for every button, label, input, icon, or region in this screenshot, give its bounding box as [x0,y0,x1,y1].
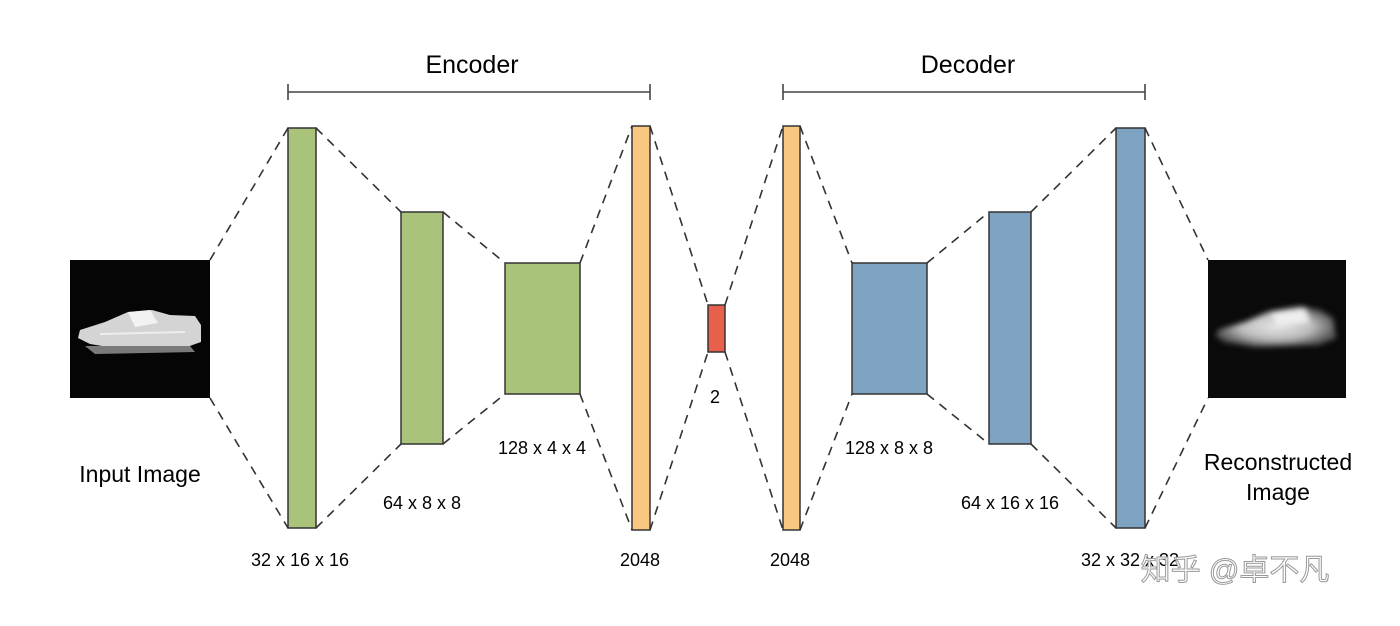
layer-label-enc-flat: 2048 [620,550,660,570]
layer-label-dec3: 32 x 32 x 32 [1081,550,1179,570]
encoder-layer-1 [287,127,317,529]
layer-label-dec-flat: 2048 [770,550,810,570]
decoder-dense-layer [782,125,801,531]
encoder-layer-2 [400,211,444,445]
layer-label-enc2: 64 x 8 x 8 [383,493,461,513]
decoder-bracket [782,84,1146,100]
input-image-label: Input Image [79,461,200,487]
reconstructed-image-label-line2: Image [1246,479,1310,505]
dashed-connectors [209,125,1209,531]
latent-vector [707,304,726,353]
layer-label-latent: 2 [710,387,720,407]
encoder-title: Encoder [425,51,518,79]
layer-label-dec1: 128 x 8 x 8 [845,438,933,458]
input-image [70,260,210,398]
decoder-layer-3 [1115,127,1146,529]
shoe-icon [78,310,201,354]
layer-label-enc1: 32 x 16 x 16 [251,550,349,570]
watermark: 知乎 @卓不凡 [1141,554,1330,587]
layer-label-dec2: 64 x 16 x 16 [961,493,1059,513]
reconstructed-image [1208,260,1346,398]
encoder-dense-layer [631,125,651,531]
layer-label-enc3: 128 x 4 x 4 [498,438,586,458]
encoder-bracket [287,84,651,100]
decoder-title: Decoder [921,51,1016,79]
reconstructed-image-label-line1: Reconstructed [1204,449,1352,475]
decoder-layer-2 [988,211,1032,445]
encoder-layer-3 [504,262,581,395]
decoder-layer-1 [851,262,928,395]
blurry-shoe-icon [1216,306,1336,347]
